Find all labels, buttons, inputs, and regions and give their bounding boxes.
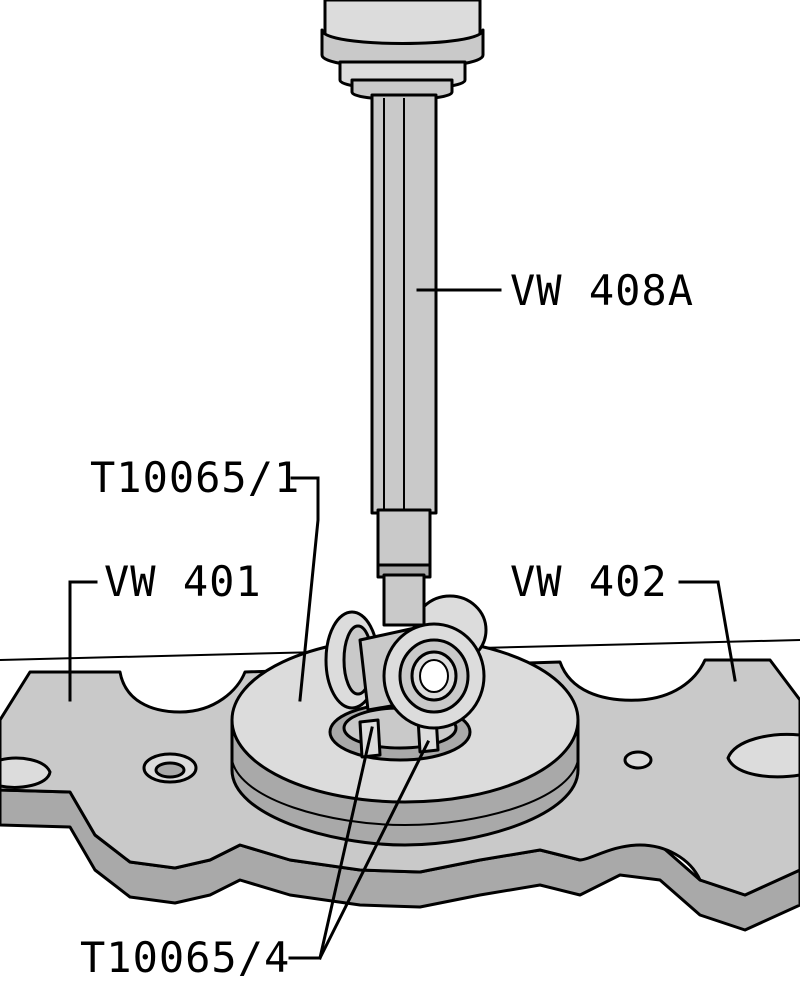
plate-hole-right bbox=[623, 750, 653, 770]
callout-labels: VW 408A T10065/1 VW 401 VW 402 T10065/4 bbox=[80, 266, 694, 982]
leader-lines bbox=[68, 288, 737, 961]
leader-insert-right bbox=[317, 739, 431, 961]
label-support-right: VW 402 bbox=[510, 557, 668, 606]
bearing-assembly bbox=[324, 594, 488, 730]
label-thrust-piece: T10065/1 bbox=[90, 453, 300, 502]
leader-support-right bbox=[678, 580, 737, 682]
label-support-left: VW 401 bbox=[104, 557, 262, 606]
press-tool bbox=[320, 0, 485, 627]
leader-thrust-piece bbox=[290, 476, 320, 702]
label-press-tool: VW 408A bbox=[510, 266, 694, 315]
plate-slot-left bbox=[0, 756, 52, 789]
plate-slot-right bbox=[726, 732, 800, 779]
leader-support-left bbox=[68, 580, 98, 702]
label-inserts: T10065/4 bbox=[80, 933, 290, 982]
